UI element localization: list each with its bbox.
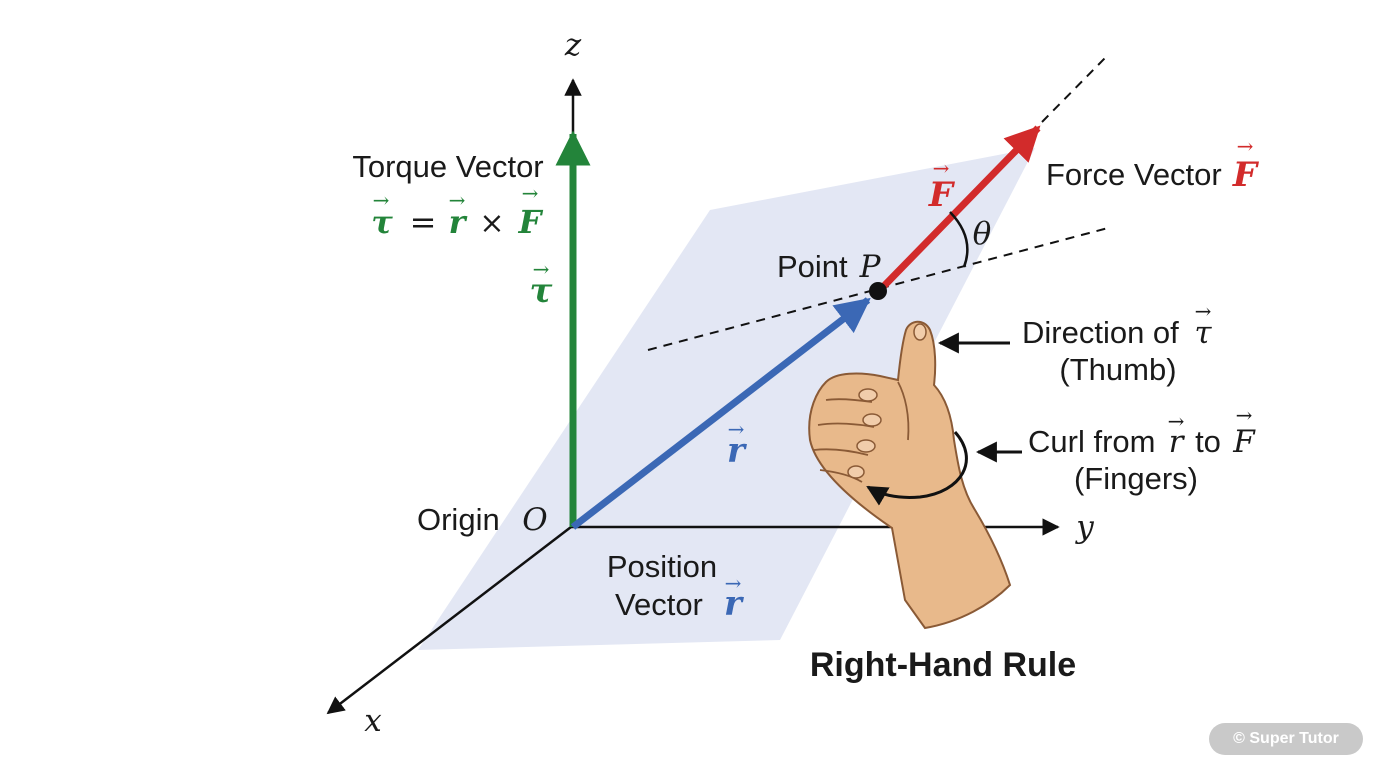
svg-text:×: × <box>479 206 504 241</box>
svg-text:→: → <box>933 156 950 180</box>
position-vector-arrow <box>570 297 871 530</box>
theta-angle-arc <box>949 211 969 268</box>
svg-text:→: → <box>533 257 550 281</box>
y-axis-label: y <box>1074 509 1094 545</box>
svg-text:τ: τ <box>1194 315 1212 351</box>
svg-text:→: → <box>1236 403 1253 427</box>
svg-text:τ: τ <box>530 271 553 311</box>
svg-text:r: r <box>449 203 468 241</box>
svg-text:F: F <box>1232 424 1256 460</box>
svg-text:F: F <box>928 175 956 215</box>
svg-text:F: F <box>518 203 544 241</box>
svg-text:Position: Position <box>607 549 717 584</box>
svg-text:r: r <box>724 584 744 624</box>
svg-text:→: → <box>373 188 390 212</box>
position-vector-title: Position Vector → r <box>607 549 744 624</box>
curl-arrow <box>866 431 968 506</box>
svg-text:→: → <box>522 181 539 205</box>
watermark-badge: © Super Tutor <box>1209 723 1363 755</box>
f-extension-dashed-line <box>1041 57 1106 123</box>
x-axis <box>326 526 572 715</box>
x-axis-label: x <box>364 703 382 739</box>
svg-text:Curl from: Curl from <box>1028 424 1155 459</box>
svg-text:→: → <box>1195 299 1212 323</box>
origin-label: Origin O <box>417 502 548 538</box>
svg-text:=: = <box>410 203 437 241</box>
svg-text:P: P <box>859 249 882 285</box>
force-vector-title: Force Vector → F <box>1046 134 1260 195</box>
svg-text:O: O <box>522 502 547 538</box>
curl-direction-note: Curl from → r to → F (Fingers) <box>1028 403 1256 496</box>
svg-text:Direction of: Direction of <box>1022 315 1179 350</box>
svg-text:F: F <box>1232 155 1260 195</box>
torque-vector-title: Torque Vector <box>352 149 543 184</box>
thumb-direction-note: Direction of → τ (Thumb) <box>1022 299 1212 387</box>
f-symbol-label: → F <box>928 156 956 215</box>
svg-text:→: → <box>1237 134 1254 158</box>
svg-text:r: r <box>727 431 747 471</box>
svg-text:(Fingers): (Fingers) <box>1074 461 1198 496</box>
svg-text:Vector: Vector <box>615 587 703 622</box>
right-hand-icon <box>808 320 1012 630</box>
z-axis-label: z <box>564 27 582 63</box>
r-symbol-label: → r <box>727 417 747 471</box>
svg-text:r: r <box>1169 424 1186 460</box>
point-p-dot <box>869 282 887 300</box>
svg-text:→: → <box>449 188 466 212</box>
svg-text:(Thumb): (Thumb) <box>1059 352 1176 387</box>
svg-text:Force Vector: Force Vector <box>1046 157 1222 192</box>
svg-text:Origin: Origin <box>417 502 500 537</box>
torque-equation: → τ = → r × → F <box>371 181 543 241</box>
theta-label: θ <box>973 216 992 252</box>
svg-text:→: → <box>725 571 742 595</box>
force-vector-arrow <box>879 125 1041 291</box>
svg-text:τ: τ <box>371 203 393 241</box>
right-hand-rule-title: Right-Hand Rule <box>810 646 1076 684</box>
tau-symbol-label: → τ <box>530 257 553 311</box>
point-p-label: Point P <box>777 249 882 285</box>
svg-text:Point: Point <box>777 249 848 284</box>
svg-text:to: to <box>1195 424 1221 459</box>
svg-text:→: → <box>1168 409 1185 433</box>
svg-text:→: → <box>728 417 745 441</box>
